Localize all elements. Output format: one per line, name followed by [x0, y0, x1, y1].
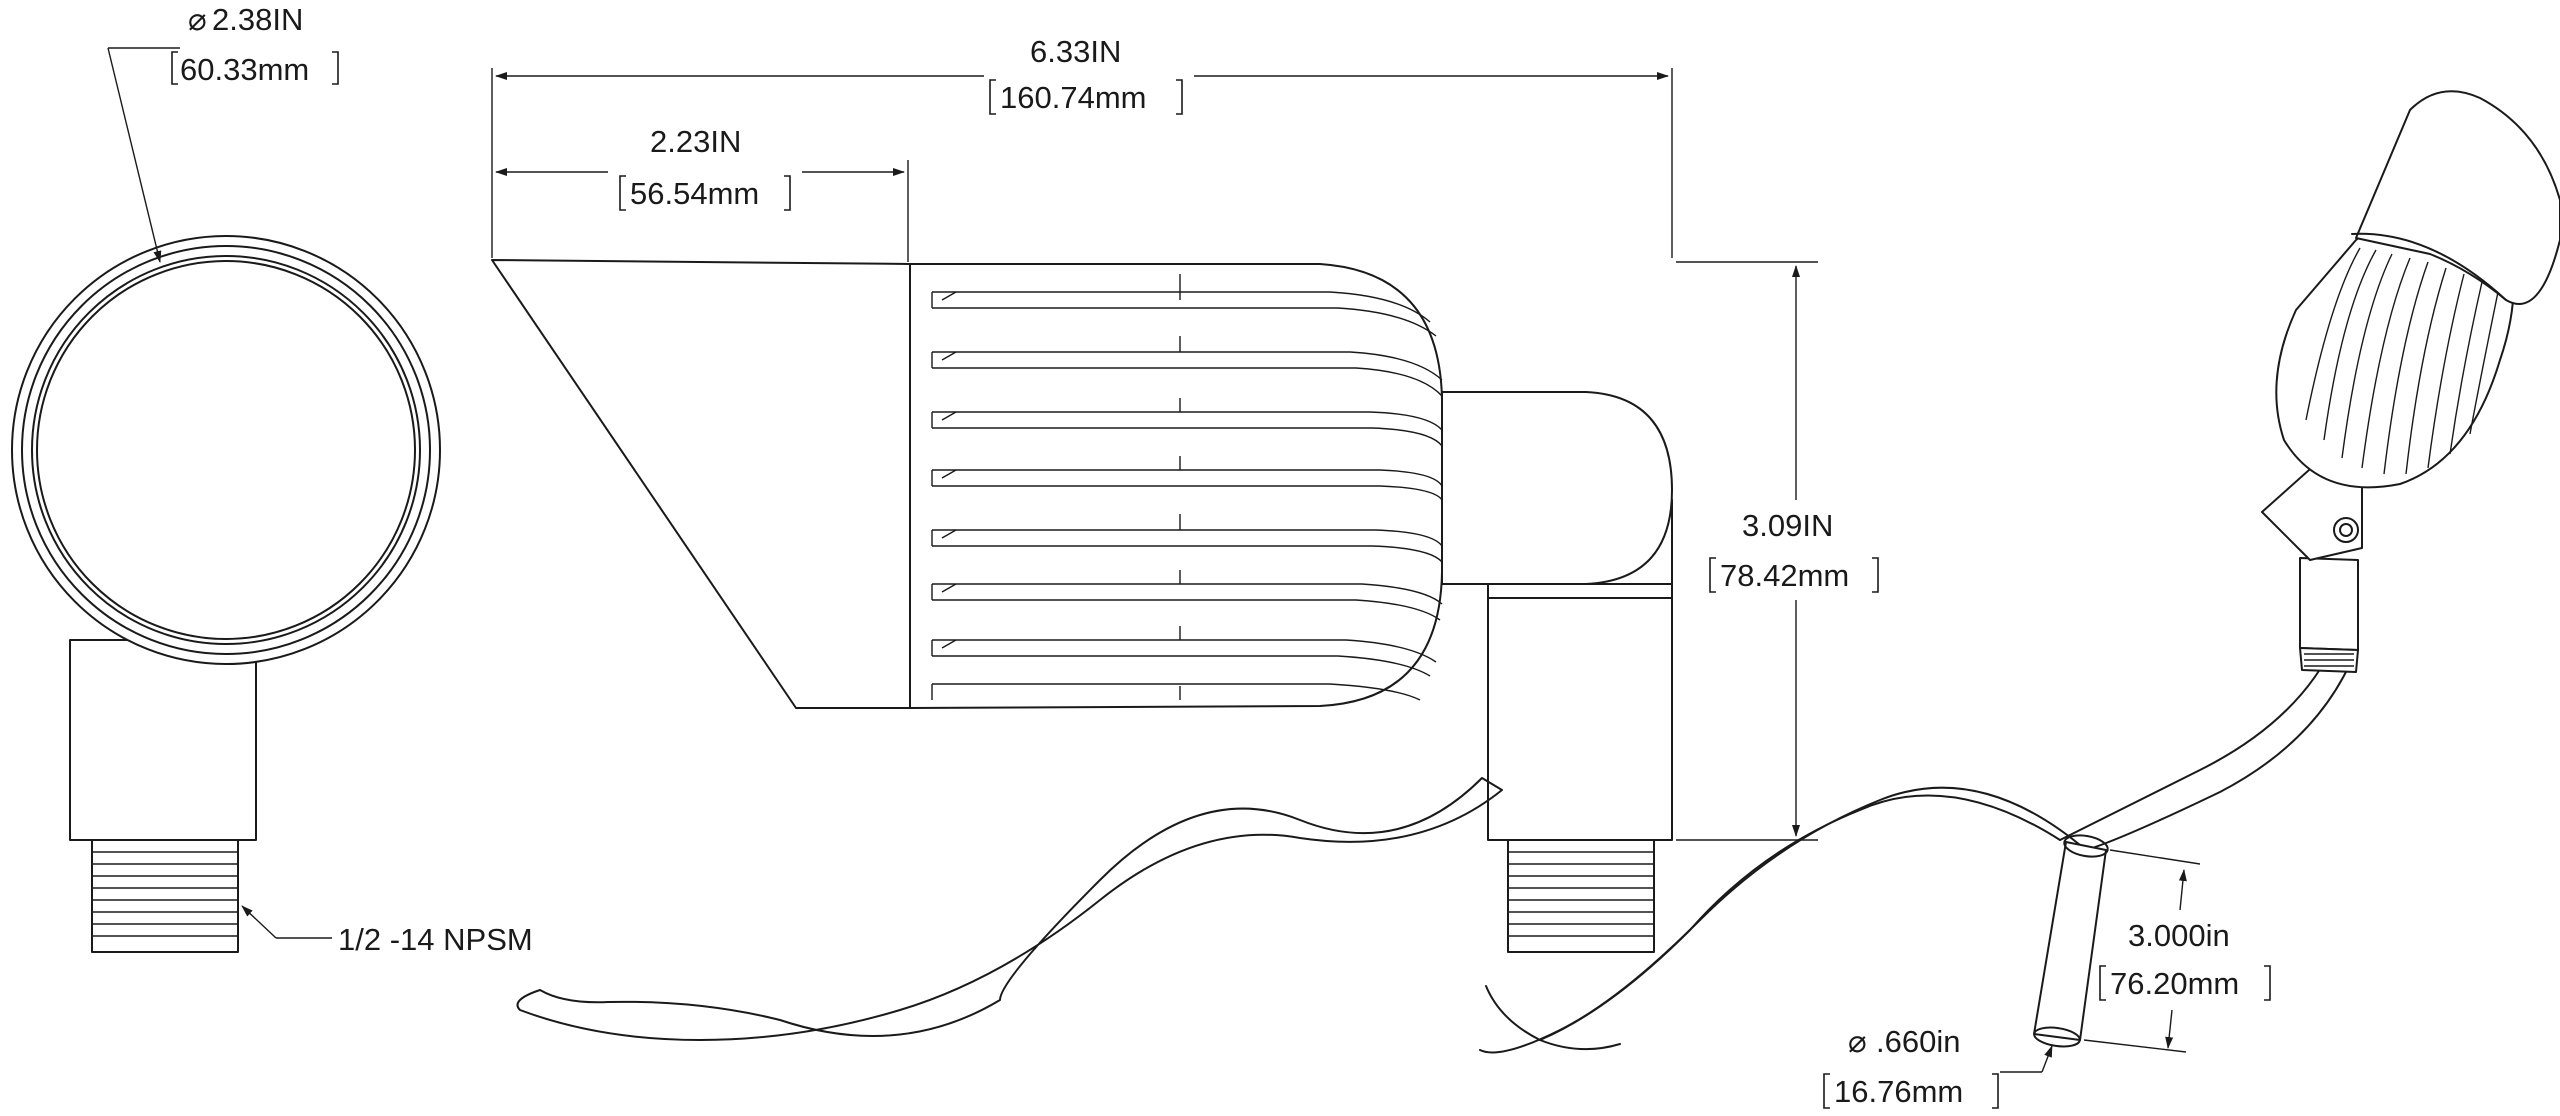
shroud-length-in-label: 2.23IN: [650, 124, 741, 159]
iso-shroud: [2355, 90, 2560, 305]
knuckle: [1441, 391, 1673, 585]
iso-knuckle: [2261, 461, 2363, 561]
cable-length-mm-label: 76.20mm: [2110, 966, 2239, 1001]
cable: [516, 777, 1503, 1041]
cable-sleeve: [2033, 841, 2107, 1041]
cable-length-in-label: 3.000in: [2128, 918, 2230, 953]
cable-diameter-in-label: .660in: [1876, 1024, 1960, 1059]
diameter-symbol: ⌀: [188, 2, 207, 37]
front-view: [11, 235, 441, 953]
overall-length-in-label: 6.33IN: [1030, 34, 1121, 69]
diameter-dimension: ⌀ 2.38IN 60.33mm: [107, 2, 339, 263]
height-dimension: 3.09IN 78.42mm: [1676, 261, 1879, 841]
isometric-view: [516, 90, 2560, 1054]
cable-diameter-symbol: ⌀: [1848, 1024, 1867, 1059]
shroud: [491, 259, 911, 709]
shroud-length-mm-label: 56.54mm: [630, 176, 759, 211]
iso-fins: [2305, 247, 2499, 475]
fins: [931, 274, 1443, 701]
shroud-length-dimension: 2.23IN 56.54mm: [495, 124, 909, 262]
cable-diameter-mm-label: 16.76mm: [1834, 1074, 1963, 1109]
overall-length-mm-label: 160.74mm: [1000, 80, 1146, 115]
front-thread: [91, 839, 239, 953]
height-mm-label: 78.42mm: [1720, 558, 1849, 593]
diameter-mm-label: 60.33mm: [180, 52, 309, 87]
thread-label: 1/2 -14 NPSM: [338, 922, 533, 957]
side-thread: [1507, 839, 1655, 953]
side-view: [491, 259, 1673, 953]
cable-length-dimension: 3.000in 76.20mm: [2083, 849, 2271, 1053]
thread-callout: 1/2 -14 NPSM: [241, 905, 533, 957]
height-in-label: 3.09IN: [1742, 508, 1833, 543]
overall-length-dimension: 6.33IN 160.74mm: [491, 34, 1673, 258]
diameter-in-label: 2.38IN: [212, 2, 303, 37]
cable-diameter-dimension: ⌀ .660in 16.76mm: [1823, 1024, 2053, 1109]
